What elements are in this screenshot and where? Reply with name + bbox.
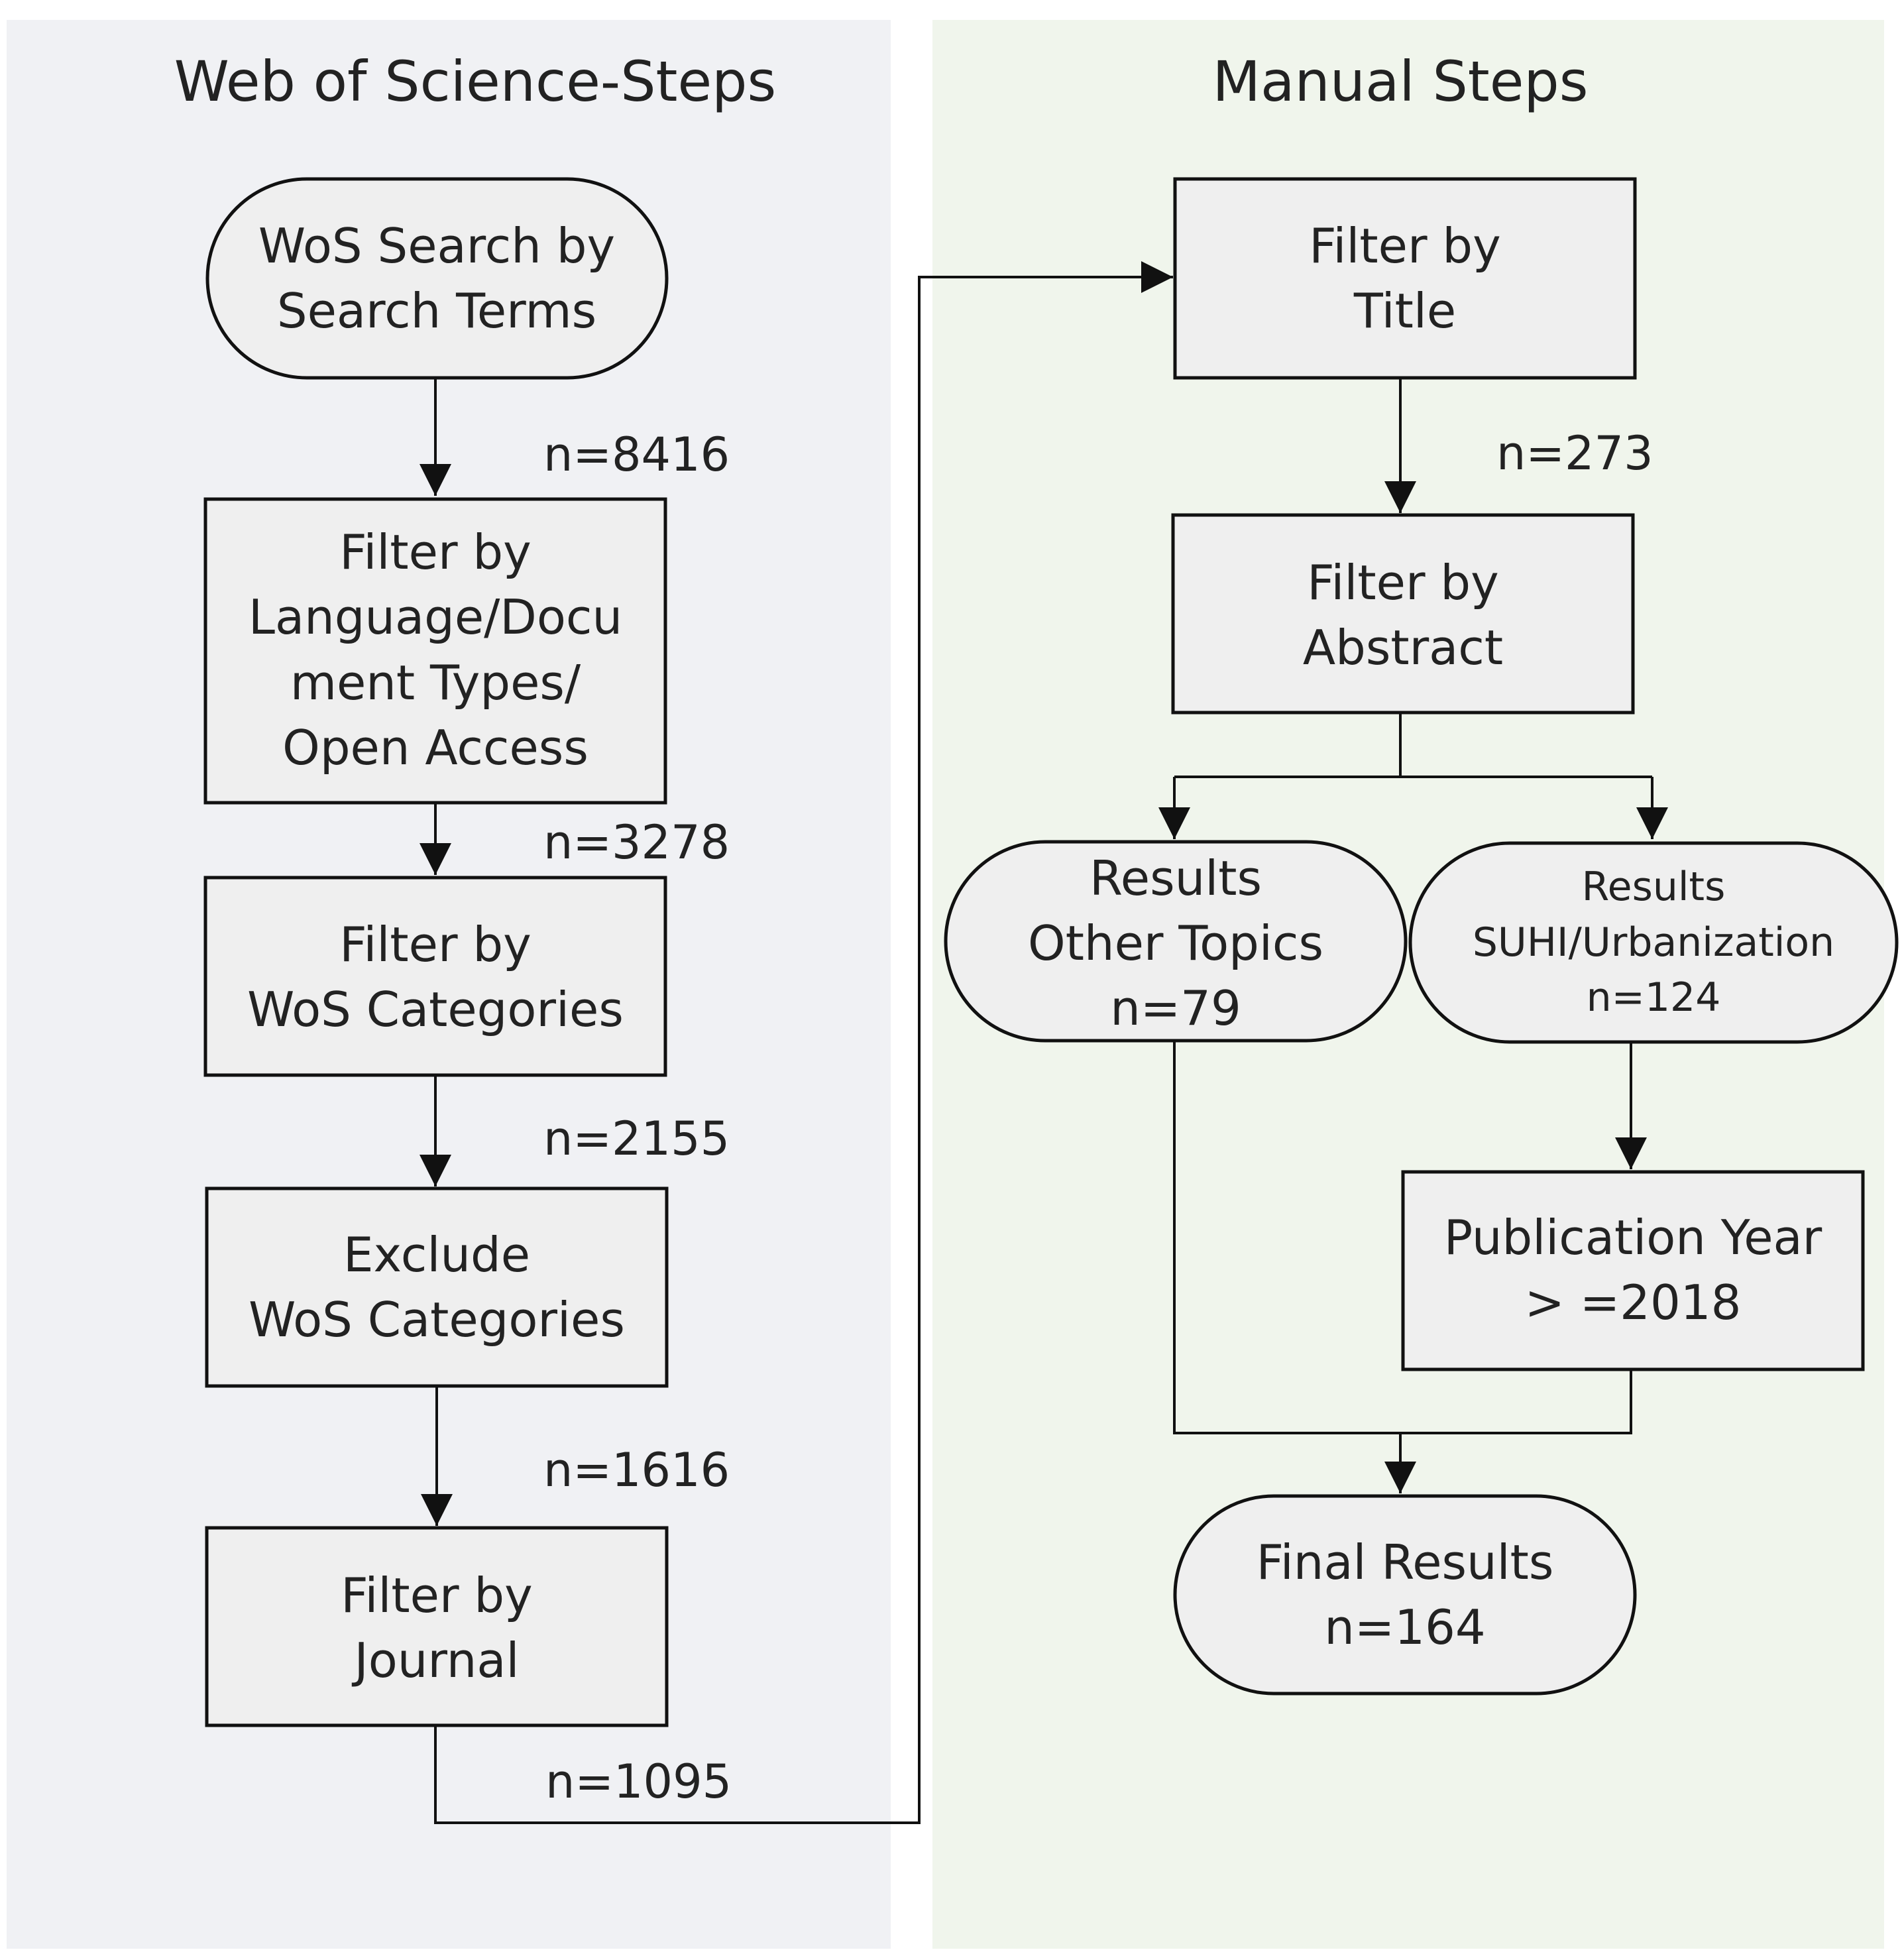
- node-line: Filter by: [339, 524, 532, 580]
- node-line: Filter by: [341, 1568, 533, 1623]
- node-filter-abstract: Filter by Abstract: [1171, 513, 1635, 715]
- node-line: Filter by: [339, 917, 532, 972]
- connector-merge: [1173, 1041, 1632, 1434]
- count-after-title: n=273: [1496, 426, 1653, 481]
- node-line: Other Topics: [1028, 915, 1323, 971]
- node-line: Open Access: [282, 720, 588, 776]
- connector-journal-to-title: [434, 261, 1173, 1824]
- node-line: > =2018: [1525, 1275, 1742, 1330]
- node-line: Publication Year: [1444, 1210, 1822, 1265]
- node-line: Abstract: [1303, 620, 1503, 675]
- node-line: Exclude: [343, 1227, 530, 1283]
- node-line: Title: [1353, 283, 1456, 339]
- node-line: Language/Docu: [249, 589, 622, 645]
- node-line: WoS Search by: [258, 218, 615, 274]
- node-line: Filter by: [1307, 555, 1499, 610]
- node-line: n=124: [1587, 974, 1721, 1021]
- node-final-results: Final Results n=164: [1173, 1494, 1637, 1696]
- connector-abstract-split: [1174, 713, 1652, 778]
- node-line: n=79: [1110, 980, 1241, 1036]
- node-line: Final Results: [1257, 1534, 1554, 1590]
- node-line: SUHI/Urbanization: [1473, 919, 1834, 966]
- manual-panel-title: Manual Steps: [1213, 49, 1589, 114]
- node-line: Search Terms: [277, 283, 596, 339]
- count-after-exclude: n=1616: [543, 1443, 730, 1497]
- node-exclude-wos-categories: Exclude WoS Categories: [205, 1186, 669, 1388]
- wos-panel-title: Web of Science-Steps: [174, 49, 776, 114]
- node-line: ment Types/: [290, 655, 581, 711]
- count-after-language: n=3278: [543, 815, 730, 870]
- node-filter-language: Filter by Language/Docu ment Types/ Open…: [203, 497, 667, 805]
- node-line: WoS Categories: [247, 982, 624, 1037]
- node-results-suhi-urbanization: Results SUHI/Urbanization n=124: [1408, 841, 1899, 1044]
- node-publication-year: Publication Year > =2018: [1401, 1170, 1865, 1371]
- node-line: Journal: [351, 1633, 519, 1688]
- node-wos-search: WoS Search by Search Terms: [205, 177, 669, 380]
- node-line: Filter by: [1309, 218, 1501, 274]
- count-after-categories: n=2155: [543, 1112, 730, 1166]
- count-after-journal: n=1095: [545, 1755, 732, 1809]
- node-line: Results: [1090, 850, 1262, 906]
- node-line: WoS Categories: [249, 1292, 625, 1348]
- node-filter-wos-categories: Filter by WoS Categories: [203, 876, 667, 1077]
- node-filter-journal: Filter by Journal: [205, 1526, 669, 1727]
- count-after-search: n=8416: [543, 428, 730, 482]
- node-line: Results: [1582, 864, 1726, 910]
- node-results-other-topics: Results Other Topics n=79: [944, 840, 1408, 1043]
- node-line: n=164: [1324, 1599, 1485, 1655]
- node-filter-title: Filter by Title: [1173, 177, 1637, 380]
